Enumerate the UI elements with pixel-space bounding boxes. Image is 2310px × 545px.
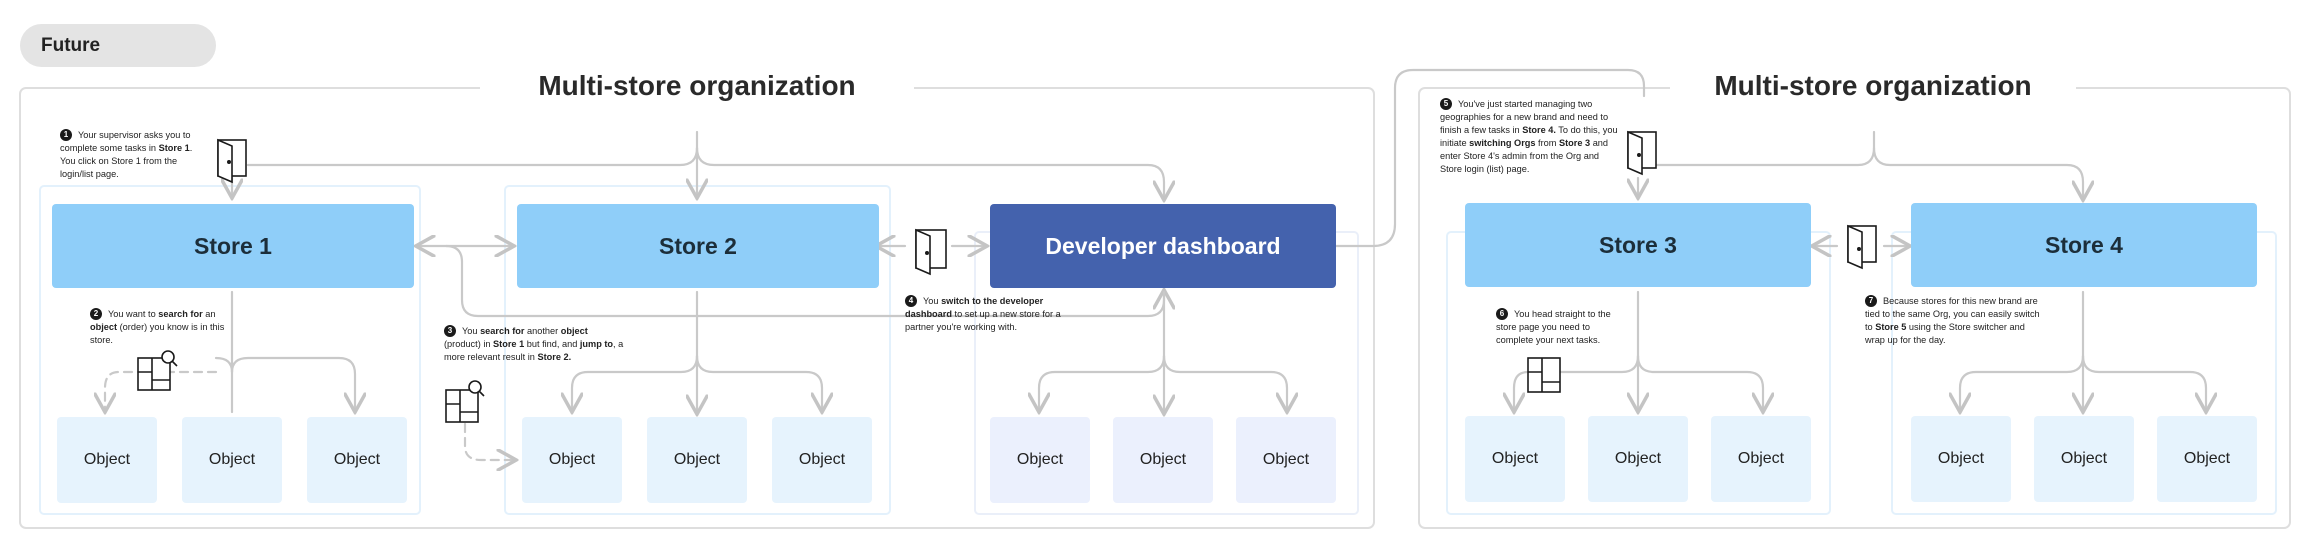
- step-number-badge: 6: [1496, 308, 1508, 320]
- note-text: switching Orgs: [1469, 138, 1536, 148]
- section-title-org-2: Multi-store organization: [1670, 66, 2076, 106]
- step-number-badge: 3: [444, 325, 456, 337]
- step-number-badge: 7: [1865, 295, 1877, 307]
- note-text: object: [560, 326, 588, 336]
- note-text: Store 3: [1558, 138, 1591, 148]
- note-text: (order) you know is in this store.: [90, 322, 225, 345]
- note-text: You've just started managing two geograp…: [1440, 99, 1609, 135]
- step-note-2: 2 You want to search for an object (order…: [90, 308, 226, 347]
- future-tag: Future: [20, 24, 216, 67]
- store-4-card[interactable]: Store 4: [1911, 203, 2257, 287]
- step-number-badge: 1: [60, 129, 72, 141]
- store-2-card[interactable]: Store 2: [517, 204, 879, 288]
- object-card[interactable]: Object: [2157, 416, 2257, 502]
- note-text: Because stores for this new brand are ti…: [1865, 296, 2040, 332]
- note-text: You head straight to the store page you …: [1496, 309, 1611, 345]
- note-text: You: [462, 326, 481, 336]
- door-icon: [915, 228, 947, 276]
- object-card[interactable]: Object: [182, 417, 282, 503]
- note-text: Your supervisor asks you to complete som…: [60, 130, 191, 153]
- note-text: and enter Store 4's admin from the Org a…: [1440, 138, 1609, 174]
- store-3-card[interactable]: Store 3: [1465, 203, 1811, 287]
- note-text: You: [923, 296, 942, 306]
- object-card[interactable]: Object: [1465, 416, 1565, 502]
- note-text: but find, and: [524, 339, 580, 349]
- note-text: jump to: [579, 339, 614, 349]
- object-card[interactable]: Object: [522, 417, 622, 503]
- step-note-3: 3 You search for another object (product)…: [444, 325, 626, 364]
- note-text: Store 5: [1875, 322, 1907, 332]
- door-icon: [1847, 224, 1877, 270]
- note-text: search for: [158, 309, 203, 319]
- note-text: , a more relevant result in: [444, 339, 624, 362]
- note-text: to set up a new store for a partner you'…: [905, 309, 1061, 332]
- note-text: switch to the developer dashboard: [905, 296, 1044, 319]
- store-1-card[interactable]: Store 1: [52, 204, 414, 288]
- door-icon: [217, 138, 247, 184]
- step-number-badge: 2: [90, 308, 102, 320]
- note-text: You want to: [108, 309, 159, 319]
- note-text: Store 1: [493, 339, 525, 349]
- note-text: search for: [480, 326, 525, 336]
- object-card[interactable]: Object: [647, 417, 747, 503]
- note-text: . You click on Store 1 from the login/li…: [60, 143, 193, 179]
- step-number-badge: 5: [1440, 98, 1452, 110]
- search-document-icon: [137, 350, 178, 391]
- object-card[interactable]: Object: [57, 417, 157, 503]
- note-text: Store 2.: [537, 352, 572, 362]
- object-card[interactable]: Object: [2034, 416, 2134, 502]
- note-text: To do this, you initiate: [1440, 125, 1618, 148]
- step-note-4: 4 You switch to the developer dashboard t…: [905, 295, 1067, 334]
- document-icon: [1527, 357, 1561, 393]
- object-card[interactable]: Object: [1711, 416, 1811, 502]
- note-text: (product) in: [444, 339, 494, 349]
- search-document-icon: [445, 380, 485, 423]
- object-card[interactable]: Object: [772, 417, 872, 503]
- note-text: Store 4.: [1522, 125, 1556, 135]
- note-text: object: [90, 322, 118, 332]
- object-card[interactable]: Object: [1236, 417, 1336, 503]
- note-text: from: [1535, 138, 1559, 148]
- door-icon: [1627, 130, 1657, 176]
- developer-dashboard-card[interactable]: Developer dashboard: [990, 204, 1336, 288]
- object-card[interactable]: Object: [1588, 416, 1688, 502]
- object-card[interactable]: Object: [1911, 416, 2011, 502]
- note-text: an: [202, 309, 216, 319]
- object-card[interactable]: Object: [307, 417, 407, 503]
- note-text: another: [524, 326, 561, 336]
- step-number-badge: 4: [905, 295, 917, 307]
- note-text: Store 1: [158, 143, 190, 153]
- object-card[interactable]: Object: [990, 417, 1090, 503]
- section-title-org-1: Multi-store organization: [480, 66, 914, 106]
- object-card[interactable]: Object: [1113, 417, 1213, 503]
- note-text: using the Store switcher and wrap up for…: [1865, 322, 2025, 345]
